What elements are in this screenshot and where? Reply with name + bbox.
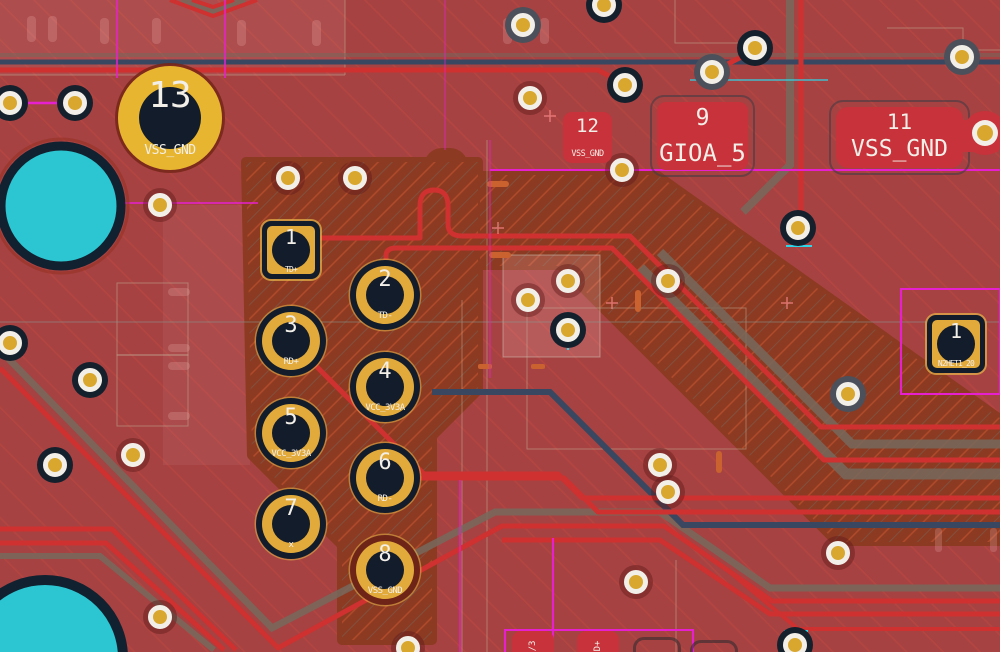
pad-12-vss-gnd[interactable]: 12 VSS_GND [563, 112, 612, 163]
via[interactable] [610, 158, 634, 182]
pad-11-via[interactable] [963, 111, 1000, 155]
via[interactable] [63, 91, 87, 115]
via[interactable] [613, 73, 637, 97]
pad-7-nc[interactable]: 7 x [256, 489, 326, 559]
navy-traces [0, 59, 1000, 528]
via[interactable] [121, 443, 145, 467]
drill-hole [366, 459, 404, 497]
drill-hole [272, 231, 310, 269]
via[interactable] [624, 570, 648, 594]
grid-crosses [492, 110, 793, 309]
bottom-pad-outline-2[interactable] [690, 640, 738, 652]
inner-layer-marks [478, 181, 722, 473]
via[interactable] [511, 13, 535, 37]
via[interactable] [950, 45, 974, 69]
bottom-pad-2[interactable]: D+ [577, 631, 619, 652]
drill-hole [366, 368, 404, 406]
clearance-outline [650, 95, 755, 177]
via[interactable] [396, 636, 420, 652]
via[interactable] [343, 166, 367, 190]
via[interactable] [836, 382, 860, 406]
via[interactable] [556, 269, 580, 293]
via[interactable] [78, 368, 102, 392]
pad-13-vss-gnd[interactable]: 13 VSS_GND [118, 66, 222, 170]
drill-hole [366, 551, 404, 589]
via[interactable] [276, 166, 300, 190]
via[interactable] [826, 541, 850, 565]
via[interactable] [518, 86, 542, 110]
via[interactable] [43, 453, 67, 477]
pad-6-rdn[interactable]: 6 RD- [350, 443, 420, 513]
bottom-pad-outline-1[interactable] [633, 637, 681, 652]
pad-2-tdn[interactable]: 2 TD- [350, 260, 420, 330]
mounting-holes [0, 137, 130, 652]
drill-hole [937, 325, 975, 363]
pad-4-vcc[interactable]: 4 VCC_3V3A [350, 352, 420, 422]
pad-11-vss-gnd[interactable]: 11 VSS_GND [829, 100, 1000, 175]
drill-hole [366, 276, 404, 314]
pad-1-n2het[interactable]: 1 N2HET1_20 [927, 315, 985, 373]
via[interactable] [148, 605, 172, 629]
drill-hole [272, 322, 310, 360]
via[interactable] [648, 453, 672, 477]
via[interactable] [656, 480, 680, 504]
via[interactable] [592, 0, 616, 17]
via[interactable] [0, 331, 22, 355]
via[interactable] [0, 91, 22, 115]
drill-hole [272, 414, 310, 452]
pad-8-vss-gnd[interactable]: 8 VSS_GND [350, 535, 420, 605]
via[interactable] [786, 216, 810, 240]
pad-net-label: VSS_GND [144, 143, 196, 158]
via[interactable] [516, 288, 540, 312]
pad-9-gioa5[interactable]: 9 GIOA_5 [650, 95, 755, 177]
pad-1-tdp[interactable]: 1 TD+ [262, 221, 320, 279]
via[interactable] [783, 633, 807, 652]
via[interactable] [743, 36, 767, 60]
via[interactable] [656, 269, 680, 293]
pad-number: 13 [148, 75, 192, 116]
drill-hole [139, 87, 201, 149]
bottom-pad-1[interactable]: /3 [512, 631, 554, 652]
via[interactable] [148, 193, 172, 217]
via[interactable] [700, 60, 724, 84]
pad-3-rdp[interactable]: 3 RD+ [256, 306, 326, 376]
via[interactable] [556, 318, 580, 342]
ghost-pads [27, 16, 997, 552]
pad-5-vcc[interactable]: 5 VCC_3V3A [256, 398, 326, 468]
drill-hole [272, 505, 310, 543]
